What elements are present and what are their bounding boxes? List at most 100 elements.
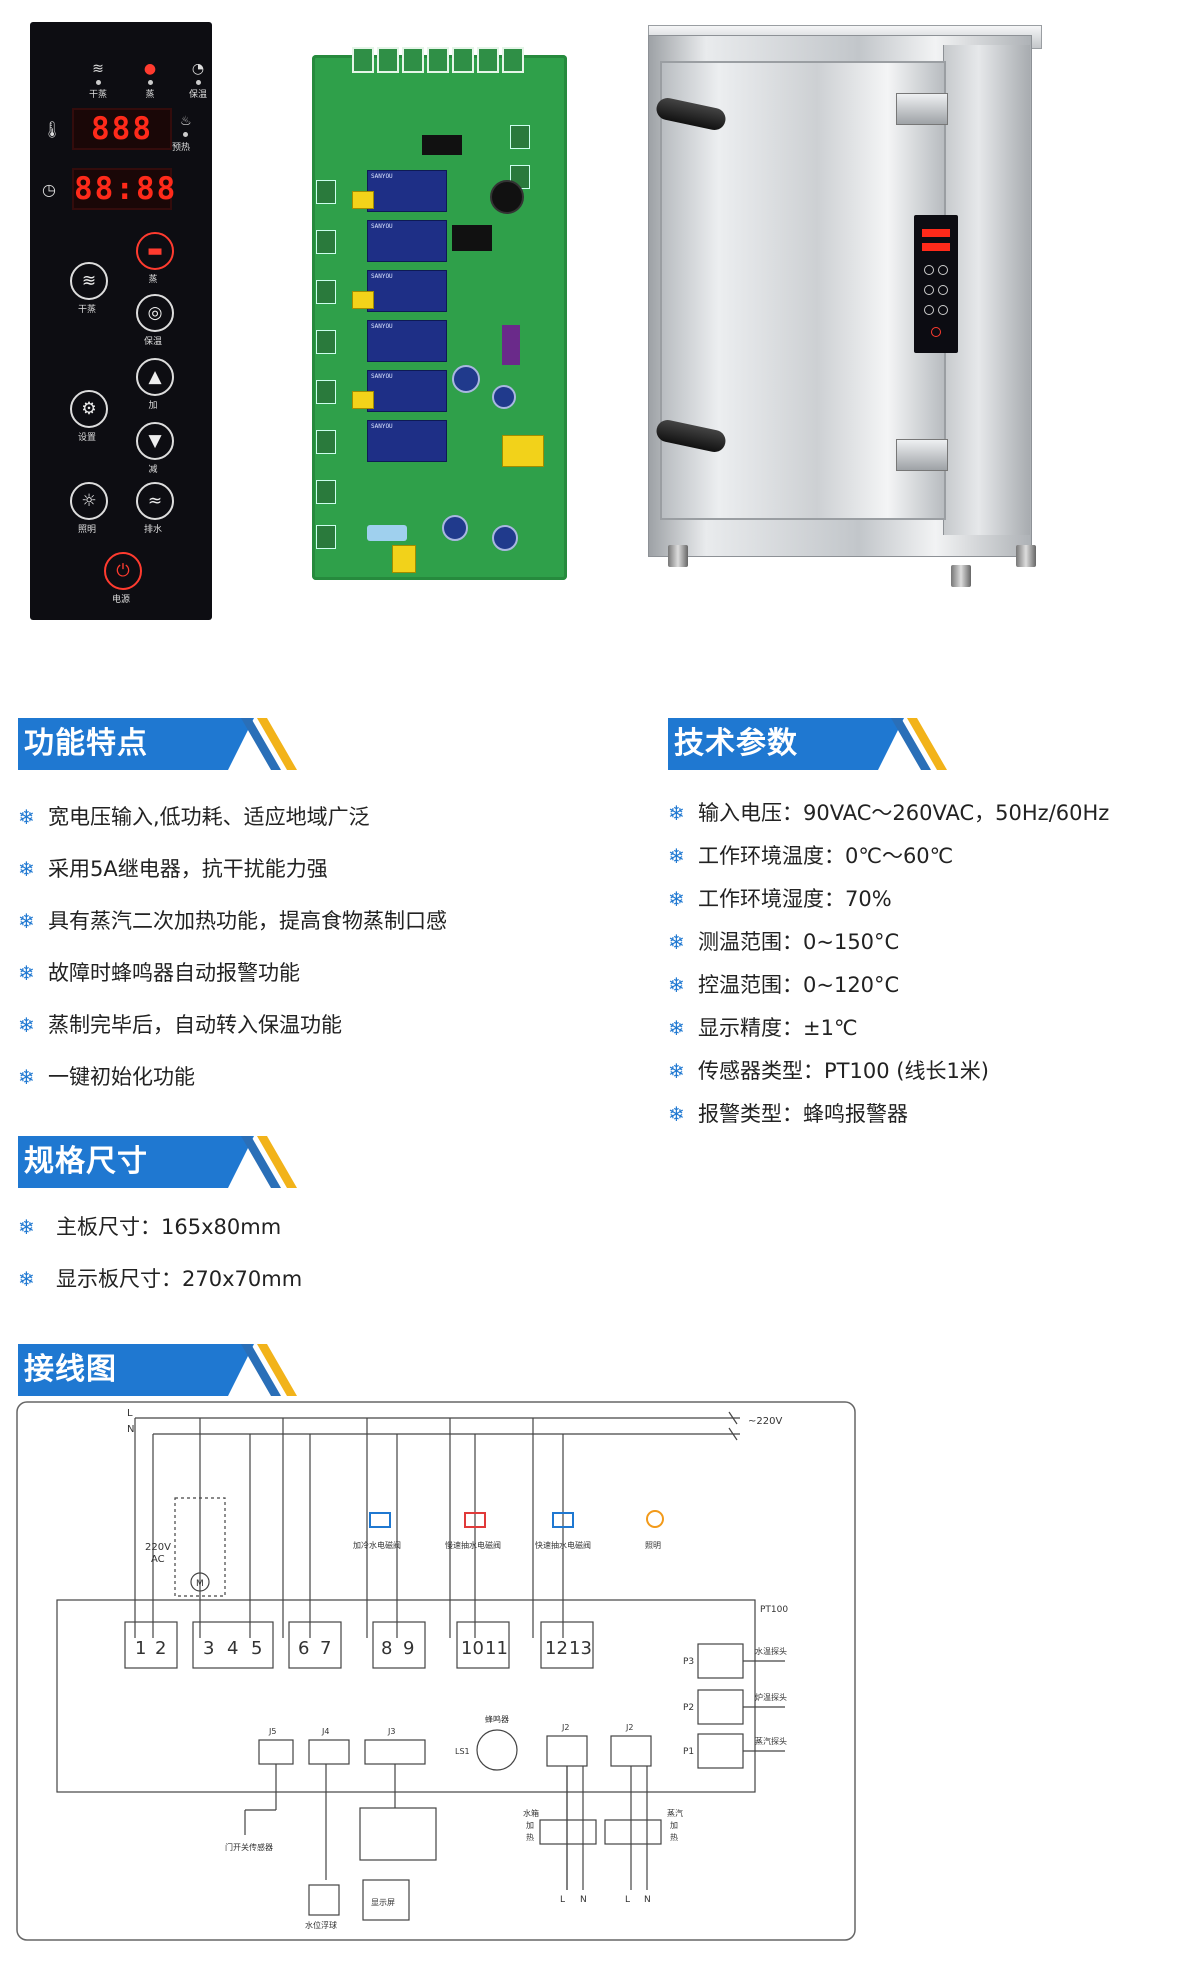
snowflake-icon: ❄	[668, 1102, 685, 1126]
dry-steam-button-label: 干蒸	[77, 305, 96, 315]
lamp-label: 照明	[645, 1541, 661, 1550]
drain-button-label: 排水	[143, 525, 162, 535]
heater-label: 热	[670, 1832, 678, 1842]
connector-label: J3	[387, 1727, 395, 1736]
terminal-label: 2	[155, 1638, 166, 1659]
probe-label: 炉温探头	[755, 1692, 787, 1702]
relay: SANYOU	[367, 420, 447, 462]
line-n-label: N	[127, 1424, 134, 1435]
feature-item: ❄宽电压输入,低功耗、适应地域广泛	[18, 802, 370, 832]
relay: SANYOU	[367, 170, 447, 212]
terminal-label: 11	[485, 1638, 508, 1659]
terminal-label: 13	[569, 1638, 592, 1659]
connector-label: J2	[625, 1723, 633, 1732]
snowflake-icon: ❄	[668, 801, 685, 825]
relay: SANYOU	[367, 220, 447, 262]
probe-label: 水温探头	[755, 1646, 787, 1656]
control-panel-image: ≋ 干蒸 ● 蒸 ◔ 保温 🌡︎ 888 ♨ 预热 ◷ 88:88 ▬ 蒸 ≋ …	[30, 22, 212, 620]
feature-item: ❄具有蒸汽二次加热功能，提高食物蒸制口感	[18, 906, 447, 936]
spec-item: ❄测温范围：0~150°C	[668, 927, 899, 957]
timer-icon: ◷	[42, 180, 56, 199]
spec-item: ❄输入电压：90VAC～260VAC，50Hz/60Hz	[668, 798, 1109, 828]
snowflake-icon: ❄	[668, 1059, 685, 1083]
relay: SANYOU	[367, 320, 447, 362]
preheat-dot	[183, 132, 188, 137]
spec-item: ❄控温范围：0~120°C	[668, 970, 899, 1000]
steam-button-label: 蒸	[148, 275, 158, 285]
ac-label: AC	[151, 1554, 165, 1565]
settings-button[interactable]: ⚙	[70, 390, 108, 428]
heater-l-label: L	[560, 1895, 565, 1905]
steam-button[interactable]: ▬	[136, 232, 174, 270]
power-button-label: 电源	[111, 595, 130, 605]
light-button[interactable]: ☼	[70, 482, 108, 520]
snowflake-icon: ❄	[18, 1065, 35, 1089]
power-button[interactable]: ⏻	[104, 552, 142, 590]
terminal-label: 12	[545, 1638, 568, 1659]
heater-n-label: N	[580, 1895, 587, 1905]
supply-label: ~220V	[748, 1416, 782, 1427]
terminal-label: 4	[227, 1638, 238, 1659]
feature-item: ❄采用5A继电器，抗干扰能力强	[18, 854, 328, 884]
dimension-item: ❄显示板尺寸：270x70mm	[18, 1264, 302, 1294]
keep-warm-indicator: ◔ 保温	[178, 60, 218, 100]
valve-icon	[464, 1512, 486, 1528]
valve-icon	[369, 1512, 391, 1528]
heater-n-label: N	[644, 1895, 651, 1905]
pcb-board-image: SANYOU SANYOU SANYOU SANYOU SANYOU SANYO…	[312, 47, 567, 580]
connector-label: J4	[321, 1727, 329, 1736]
feature-item: ❄一键初始化功能	[18, 1062, 195, 1092]
valve-label: 慢速抽水电磁阀	[445, 1540, 501, 1550]
heater-l-label: L	[625, 1895, 630, 1905]
minus-button-label: 减	[148, 465, 158, 475]
wiring-title: 接线图	[24, 1352, 117, 1387]
minus-button[interactable]: ▼	[136, 422, 174, 460]
heater-label: 热	[526, 1832, 534, 1842]
snowflake-icon: ❄	[18, 909, 35, 933]
dry-steam-indicator: ≋ 干蒸	[78, 60, 118, 100]
motor-label: M	[196, 1579, 204, 1589]
light-button-label: 照明	[77, 525, 96, 535]
lamp-icon	[646, 1510, 664, 1528]
terminal-label: 5	[251, 1638, 262, 1659]
snowflake-icon: ❄	[668, 887, 685, 911]
heater-label: 加	[670, 1820, 678, 1830]
snowflake-icon: ❄	[668, 973, 685, 997]
temperature-display: 888	[72, 108, 172, 150]
valve-icon	[552, 1512, 574, 1528]
spec-item: ❄工作环境温度：0℃～60℃	[668, 841, 953, 871]
valve-label: 快速抽水电磁阀	[535, 1540, 591, 1550]
spec-item: ❄传感器类型：PT100 (线长1米)	[668, 1056, 989, 1086]
dimensions-header: 规格尺寸	[18, 1136, 298, 1188]
snowflake-icon: ❄	[18, 1013, 35, 1037]
connector-label: J2	[561, 1723, 569, 1732]
pot-icon: ●	[143, 61, 157, 77]
settings-button-label: 设置	[77, 433, 96, 443]
pt100-label: PT100	[760, 1605, 788, 1615]
drain-button[interactable]: ≈	[136, 482, 174, 520]
heater-label: 蒸汽	[667, 1808, 683, 1818]
spec-item: ❄显示精度：±1℃	[668, 1013, 858, 1043]
buzzer-label: 蜂鸣器	[485, 1714, 509, 1724]
valve-label: 加冷水电磁阀	[353, 1540, 401, 1550]
terminal-label: 1	[135, 1638, 146, 1659]
door-hinge	[896, 439, 948, 471]
dry-steam-button[interactable]: ≋	[70, 262, 108, 300]
heater-label: 加	[526, 1820, 534, 1830]
keep-warm-button-label: 保温	[143, 337, 162, 347]
float-label: 水位浮球	[305, 1920, 337, 1930]
steam-indicator: ● 蒸	[130, 60, 170, 100]
terminal-label: 10	[461, 1638, 484, 1659]
terminal-label: 3	[203, 1638, 214, 1659]
keep-warm-button[interactable]: ◎	[136, 294, 174, 332]
steam-cabinet-image	[638, 25, 1042, 587]
snowflake-icon: ❄	[18, 961, 35, 985]
display-label: 显示屏	[371, 1898, 395, 1907]
thermometer-icon: 🌡︎	[42, 120, 63, 139]
snowflake-icon: ❄	[18, 857, 35, 881]
line-l-label: L	[127, 1408, 133, 1419]
snowflake-icon: ❄	[18, 1215, 35, 1239]
preheat-label: 预热	[172, 143, 191, 153]
preheat-icon: ♨	[180, 114, 192, 129]
plus-button[interactable]: ▲	[136, 358, 174, 396]
